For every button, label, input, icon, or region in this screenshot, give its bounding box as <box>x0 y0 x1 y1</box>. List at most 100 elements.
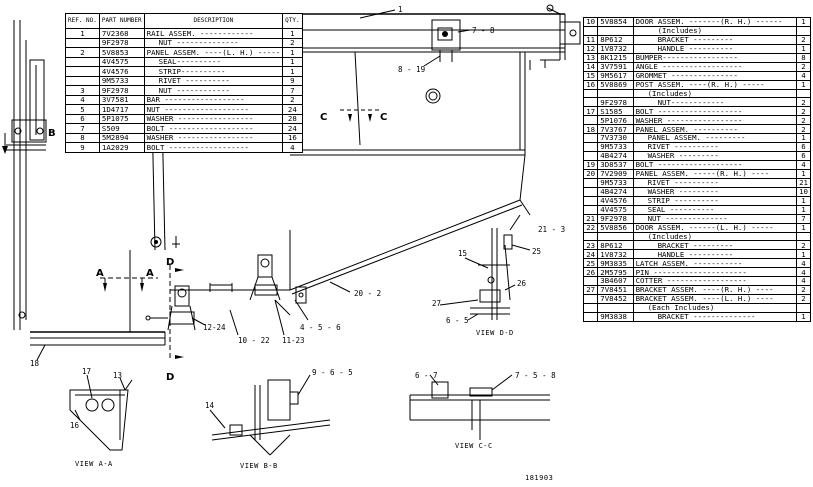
part-number-cell: 7V8452 <box>597 294 634 304</box>
part-number-cell: 9M5733 <box>597 142 634 153</box>
qty-cell: 1 <box>796 249 811 260</box>
description-cell: BRACKET -------------- <box>632 311 798 322</box>
description-cell: BRACKET --------- <box>632 240 798 251</box>
qty-cell: 6 <box>796 142 811 153</box>
part-number-cell: 9F2978 <box>597 97 634 108</box>
qty-cell: 2 <box>282 94 303 105</box>
qty-cell: 2 <box>796 61 811 72</box>
part-number-cell <box>597 88 634 99</box>
description-cell: SEAL---------- <box>143 56 284 67</box>
part-number-cell <box>597 231 634 242</box>
ref-cell: 23 <box>582 240 599 251</box>
description-cell: POST ASSEM. ----(R. H.) ----- <box>632 79 798 90</box>
view-cc-drawing <box>409 381 550 440</box>
part-number-cell: 3D8537 <box>597 160 634 170</box>
qty-cell: 1 <box>796 17 811 27</box>
qty-cell: 16 <box>282 132 303 143</box>
header-qty: QTY. <box>282 13 303 29</box>
ref-cell: 15 <box>582 70 599 81</box>
part-number-cell: 9F2978 <box>597 213 634 224</box>
header-part: PART NUMBER <box>98 13 145 29</box>
ref-cell: 13 <box>582 52 599 63</box>
view-titles: VIEW D-D VIEW A-A VIEW B-B VIEW C-C 1819… <box>75 329 553 482</box>
qty-cell: 1 <box>796 222 811 233</box>
callout-16: 16 <box>70 421 80 430</box>
part-number-cell <box>597 25 634 36</box>
description-cell: WASHER ----------------- <box>143 132 284 143</box>
ref-cell <box>65 66 100 77</box>
qty-cell: 2 <box>796 294 811 304</box>
description-cell: (Includes) <box>632 231 798 242</box>
part-number-cell: 5V8854 <box>597 17 634 27</box>
description-cell: RIVET ---------- <box>143 75 284 86</box>
part-number-cell: 2M5795 <box>597 267 634 278</box>
description-cell: NUT------------ <box>632 97 798 108</box>
part-number-cell: 4B4274 <box>597 186 634 197</box>
ref-cell <box>582 142 599 153</box>
description-cell: BOLT ------------------- <box>143 123 284 134</box>
part-number-cell: 7V3730 <box>597 133 634 144</box>
section-letters: B C C A A D D <box>48 112 387 383</box>
qty-cell <box>796 25 811 36</box>
description-cell: BAR ------------------ <box>143 94 284 105</box>
callout-7-8: 7 - 8 <box>472 26 495 35</box>
part-number-cell: 8P612 <box>597 240 634 251</box>
qty-cell: 8 <box>796 52 811 63</box>
section-letter-c-right: C <box>380 112 387 123</box>
ref-cell <box>582 115 599 126</box>
description-cell: WASHER ----------------- <box>632 115 798 126</box>
qty-cell: 21 <box>796 177 811 188</box>
part-number-cell: 5P1076 <box>597 115 634 126</box>
part-number-cell: 4V4575 <box>98 56 145 67</box>
section-letter-a-left: A <box>96 268 104 279</box>
part-number-cell: 7V3767 <box>597 124 634 135</box>
description-cell: WASHER --------- <box>632 186 798 197</box>
rail-assembly <box>284 4 581 70</box>
view-aa-drawing <box>69 379 133 451</box>
part-number-cell: 1V8732 <box>597 249 634 260</box>
view-cc-title: VIEW C-C <box>455 442 493 450</box>
callout-13: 13 <box>113 371 122 380</box>
part-number-cell: 7V2909 <box>597 168 634 179</box>
ref-cell: 17 <box>582 106 599 117</box>
qty-cell: 7 <box>796 213 811 224</box>
part-number-cell: 9F2978 <box>98 85 145 96</box>
qty-cell: 7 <box>282 85 303 96</box>
ref-cell <box>582 151 599 161</box>
table-row: (Includes) <box>582 231 811 242</box>
ref-cell: 9 <box>65 142 100 153</box>
qty-cell: 28 <box>282 113 303 124</box>
ref-cell: 1 <box>65 28 100 39</box>
table-row: (Includes) <box>582 88 811 99</box>
part-number-cell: 9M5617 <box>597 70 634 81</box>
ref-cell <box>582 311 599 322</box>
qty-cell: 1 <box>796 311 811 322</box>
description-cell: PANEL ASSEM. ----(L. H.) ----- <box>143 47 284 58</box>
description-cell: (Includes) <box>632 88 798 99</box>
qty-cell: 6 <box>796 151 811 161</box>
leader-lines <box>36 9 531 429</box>
qty-cell: 4 <box>796 267 811 278</box>
ref-cell: 19 <box>582 160 599 170</box>
part-number-cell <box>597 303 634 313</box>
callout-11-23: 11-23 <box>282 336 305 345</box>
description-cell: SEAL ---------- <box>632 204 798 215</box>
qty-cell: 4 <box>282 142 303 153</box>
qty-cell: 1 <box>282 47 303 58</box>
description-cell: ANGLE ------------------ <box>632 61 798 72</box>
part-number-cell: 9M3838 <box>597 311 634 322</box>
